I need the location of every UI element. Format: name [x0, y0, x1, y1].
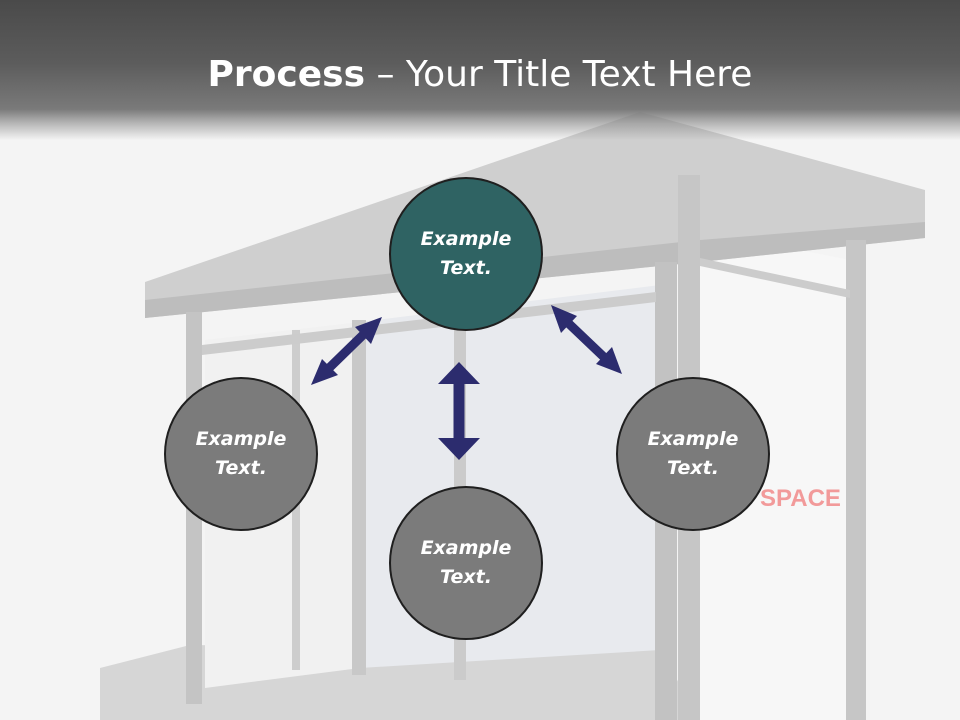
arrow-vertical	[438, 362, 480, 460]
shelter-crossbar	[202, 292, 656, 355]
page-title: Process – Your Title Text Here	[0, 52, 960, 98]
shelter-glass-right	[700, 230, 850, 720]
shelter-post	[846, 240, 866, 720]
shelter-sign: SPACE	[760, 485, 841, 512]
node-text: Example Text.	[420, 228, 512, 279]
shelter-crossbar	[700, 258, 850, 298]
node-text: Example Text.	[195, 428, 287, 479]
process-node-bottom: Example Text.	[389, 486, 543, 640]
arrow-left-diagonal	[311, 317, 382, 385]
shelter-post	[352, 320, 366, 675]
process-node-right: Example Text.	[616, 377, 770, 531]
process-node-top: Example Text.	[389, 177, 543, 331]
node-text: Example Text.	[420, 537, 512, 588]
title-bold: Process	[207, 54, 366, 95]
arrow-right-diagonal	[551, 305, 622, 374]
node-text: Example Text.	[647, 428, 739, 479]
title-rest: – Your Title Text Here	[365, 54, 753, 95]
title-bar: Process – Your Title Text Here	[0, 0, 960, 140]
process-node-left: Example Text.	[164, 377, 318, 531]
shelter-roof	[145, 112, 925, 318]
